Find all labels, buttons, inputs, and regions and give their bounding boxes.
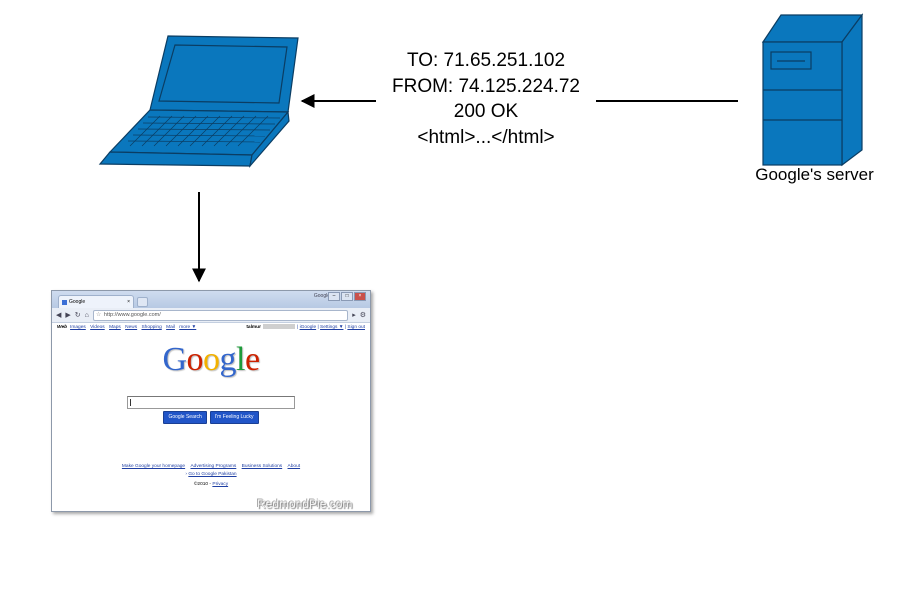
gbar-user: talmur <box>246 325 261 330</box>
logo-letter: g <box>219 341 237 378</box>
maximize-icon[interactable]: □ <box>341 292 353 301</box>
gbar-link[interactable]: News <box>125 325 138 330</box>
copyright: ©2010 - Privacy <box>52 481 370 489</box>
google-favicon-icon <box>62 300 67 305</box>
close-window-icon[interactable]: × <box>354 292 366 301</box>
privacy-link[interactable]: Privacy <box>212 482 229 487</box>
gbar-link[interactable]: Mail <box>166 325 175 330</box>
gbar-links: Images Videos Maps News Shopping Mail mo… <box>70 323 199 332</box>
status-line: 200 OK <box>453 101 519 122</box>
tab-title: Google <box>69 299 86 305</box>
forward-icon[interactable]: ▶ <box>65 312 71 319</box>
google-logo: Google <box>52 341 370 379</box>
gbar-right-link[interactable]: iGoogle <box>299 325 317 330</box>
footer-links: Make Google your homepage Advertising Pr… <box>52 463 370 471</box>
logo-letter: e <box>244 341 260 378</box>
search-input[interactable] <box>127 396 295 409</box>
gbar-link[interactable]: Shopping <box>141 325 162 330</box>
logo-letter: o <box>203 341 220 378</box>
google-pakistan-link[interactable]: Go to Google Pakistan <box>188 472 237 477</box>
google-bar: Web Images Videos Maps News Shopping Mai… <box>52 323 370 332</box>
browser-window: Google × Google – □ × ◀ ▶ ↻ ⌂ ☆ http://w… <box>51 290 371 512</box>
tools-menu-icon[interactable]: ⚙ <box>359 312 366 319</box>
page-footer: Make Google your homepage Advertising Pr… <box>52 463 370 489</box>
new-tab-button[interactable] <box>137 297 148 307</box>
feeling-lucky-button[interactable]: I'm Feeling Lucky <box>209 411 259 424</box>
logo-letter: o <box>186 341 204 378</box>
footer-link[interactable]: About <box>287 464 301 469</box>
close-tab-icon[interactable]: × <box>127 299 130 305</box>
logo-letter: l <box>236 341 245 378</box>
browser-titlebar: Google × Google – □ × <box>52 291 370 308</box>
http-response-label: TO: 71.65.251.102 FROM: 74.125.224.72 20… <box>376 48 596 150</box>
gbar-right-link[interactable]: Settings ▼ <box>320 325 344 330</box>
browser-toolbar: ◀ ▶ ↻ ⌂ ☆ http://www.google.com/ ▸ ⚙ <box>52 308 370 323</box>
browser-tab[interactable]: Google × <box>58 295 134 308</box>
gbar-link[interactable]: more ▼ <box>179 325 197 330</box>
laptop-icon <box>98 35 299 169</box>
address-url: http://www.google.com/ <box>103 311 161 318</box>
gbar-link[interactable]: Videos <box>90 325 105 330</box>
search-buttons: Google Search I'm Feeling Lucky <box>52 411 370 424</box>
gbar-link[interactable]: Maps <box>109 325 121 330</box>
redacted-email <box>262 324 295 330</box>
bookmark-star-icon[interactable]: ☆ <box>95 311 102 318</box>
server-icon <box>761 13 864 167</box>
response-body: <html>...</html> <box>417 126 555 148</box>
address-bar[interactable]: ☆ http://www.google.com/ <box>92 309 349 321</box>
footer-link[interactable]: Advertising Programs <box>190 464 237 469</box>
watermark: RedmondPie.com <box>257 497 353 511</box>
window-brand: Google <box>313 293 330 299</box>
footer-pk-row: › Go to Google Pakistan <box>185 472 237 477</box>
footer-link[interactable]: Make Google your homepage <box>121 464 186 469</box>
google-search-button[interactable]: Google Search <box>163 411 207 424</box>
minimize-icon[interactable]: – <box>328 292 340 301</box>
home-icon[interactable]: ⌂ <box>84 311 89 319</box>
copyright-text: ©2010 - <box>193 482 212 487</box>
gbar-web[interactable]: Web <box>57 325 68 330</box>
gbar-account: talmur| iGoogle | Settings ▼ | Sign out <box>246 324 365 330</box>
from-address: FROM: 74.125.224.72 <box>392 75 580 97</box>
logo-letter: G <box>162 341 187 378</box>
server-label: Google's server <box>755 165 874 184</box>
reload-icon[interactable]: ↻ <box>74 312 81 319</box>
gbar-link[interactable]: Images <box>70 325 86 330</box>
window-controls: – □ × <box>328 292 366 301</box>
footer-link[interactable]: Business Solutions <box>241 464 283 469</box>
back-icon[interactable]: ◀ <box>56 312 62 319</box>
page-menu-icon[interactable]: ▸ <box>352 312 356 319</box>
to-address: TO: 71.65.251.102 <box>406 50 566 71</box>
gbar-right-link[interactable]: Sign out <box>347 325 365 330</box>
